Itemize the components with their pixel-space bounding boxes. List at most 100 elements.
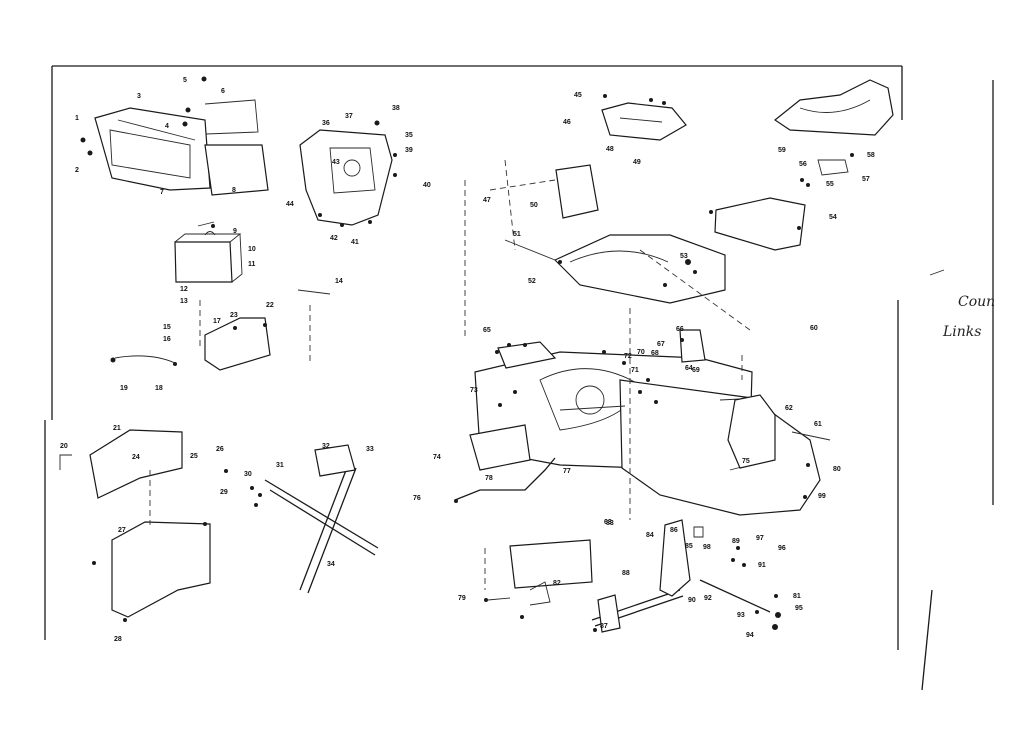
callout-15: 15	[163, 324, 171, 331]
callout-41: 41	[351, 239, 359, 246]
callout-61: 61	[814, 421, 822, 428]
callout-40: 40	[423, 182, 431, 189]
callout-4: 4	[165, 123, 169, 130]
callout-68: 68	[651, 350, 659, 357]
callout-70: 70	[637, 349, 645, 356]
callout-66: 66	[676, 326, 684, 333]
callout-94: 94	[746, 632, 754, 639]
callout-6: 6	[221, 88, 225, 95]
callout-32: 32	[322, 443, 330, 450]
callout-8: 8	[232, 187, 236, 194]
callout-26: 26	[216, 446, 224, 453]
callout-78: 78	[485, 475, 493, 482]
callout-7: 7	[160, 189, 164, 196]
callout-42: 42	[330, 235, 338, 242]
callout-72: 72	[624, 353, 632, 360]
callout-88: 88	[622, 570, 630, 577]
callout-2: 2	[75, 167, 79, 174]
callout-59: 59	[778, 147, 786, 154]
callout-63: 63	[604, 519, 612, 526]
callout-48: 48	[606, 146, 614, 153]
callout-51: 51	[513, 231, 521, 238]
battery-box-assembly	[174, 221, 243, 283]
callout-79: 79	[458, 595, 466, 602]
callout-35: 35	[405, 132, 413, 139]
callout-57: 57	[862, 176, 870, 183]
callout-53: 53	[680, 253, 688, 260]
callout-34: 34	[327, 561, 335, 568]
callout-12: 12	[180, 286, 188, 293]
handwritten-line-1: Coun	[958, 294, 995, 310]
callout-75: 75	[742, 458, 750, 465]
callout-93: 93	[737, 612, 745, 619]
seat-hood-assembly	[601, 79, 894, 251]
callout-3: 3	[137, 93, 141, 100]
callout-25: 25	[190, 453, 198, 460]
dash-panel-assembly	[299, 120, 397, 227]
callout-1: 1	[75, 115, 79, 122]
side-panel-assembly	[80, 76, 269, 196]
callout-24: 24	[132, 454, 140, 461]
callout-67: 67	[657, 341, 665, 348]
callout-81: 81	[793, 593, 801, 600]
callout-62: 62	[785, 405, 793, 412]
callout-52: 52	[528, 278, 536, 285]
callout-19: 19	[120, 385, 128, 392]
callout-17: 17	[213, 318, 221, 325]
callout-11: 11	[248, 261, 256, 268]
callout-44: 44	[286, 201, 294, 208]
callout-90: 90	[688, 597, 696, 604]
callout-77: 77	[563, 468, 571, 475]
callout-91: 91	[758, 562, 766, 569]
rod-bracket-assembly	[454, 329, 706, 503]
callout-85: 85	[685, 543, 693, 550]
callout-45: 45	[574, 92, 582, 99]
callout-28: 28	[114, 636, 122, 643]
callout-22: 22	[266, 302, 274, 309]
callout-71: 71	[631, 367, 639, 374]
callout-95: 95	[795, 605, 803, 612]
callout-99: 99	[818, 493, 826, 500]
callout-49: 49	[633, 159, 641, 166]
callout-83: 83	[606, 520, 614, 527]
callout-20: 20	[60, 443, 68, 450]
callout-84: 84	[646, 532, 654, 539]
callout-86: 86	[670, 527, 678, 534]
callout-31: 31	[276, 462, 284, 469]
callout-64: 64	[685, 365, 693, 372]
callout-74: 74	[433, 454, 441, 461]
callout-27: 27	[118, 527, 126, 534]
callout-87: 87	[600, 623, 608, 630]
alignment-lines	[199, 159, 751, 590]
callout-98: 98	[703, 544, 711, 551]
callout-69: 69	[692, 367, 700, 374]
callout-21: 21	[113, 425, 121, 432]
callout-10: 10	[248, 246, 256, 253]
callout-54: 54	[829, 214, 837, 221]
callout-76: 76	[413, 495, 421, 502]
callout-23: 23	[230, 312, 238, 319]
callout-65: 65	[483, 327, 491, 334]
callout-60: 60	[810, 325, 818, 332]
callout-50: 50	[530, 202, 538, 209]
handwritten-note: Coun Links	[929, 269, 995, 340]
callout-13: 13	[180, 298, 188, 305]
callout-38: 38	[392, 105, 400, 112]
callout-46: 46	[563, 119, 571, 126]
handwritten-line-2: Links	[942, 324, 981, 340]
callout-56: 56	[799, 161, 807, 168]
bracket-cable-assembly	[110, 289, 331, 371]
callout-47: 47	[483, 197, 491, 204]
callout-58: 58	[867, 152, 875, 159]
callout-43: 43	[332, 159, 340, 166]
callout-16: 16	[163, 336, 171, 343]
callout-82: 82	[553, 580, 561, 587]
callout-36: 36	[322, 120, 330, 127]
callout-92: 92	[704, 595, 712, 602]
callout-80: 80	[833, 466, 841, 473]
seat-mount-plate	[504, 164, 726, 304]
callout-30: 30	[244, 471, 252, 478]
chassis-frame	[474, 351, 831, 516]
